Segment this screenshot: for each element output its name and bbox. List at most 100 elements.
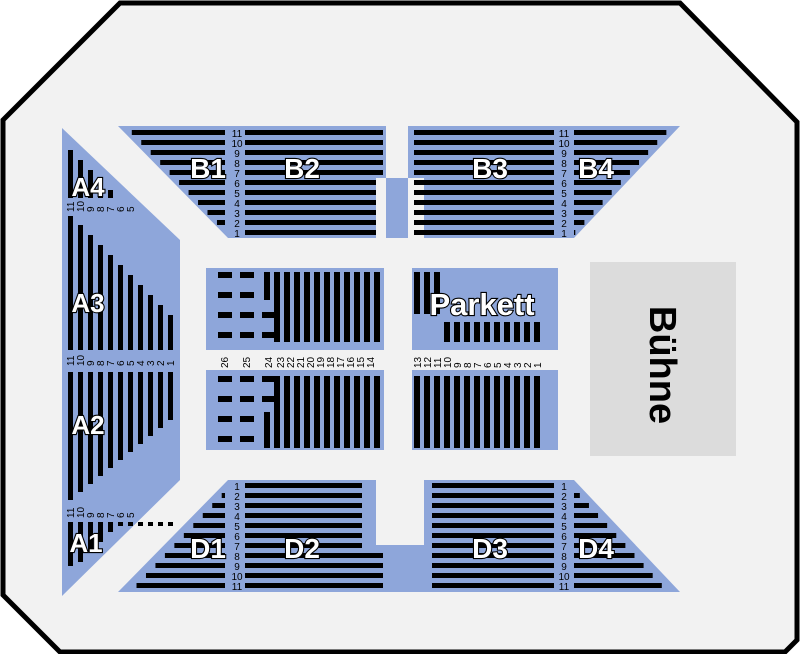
row-number-a-bottom: 5	[126, 512, 137, 518]
row-number-a-bottom: 6	[116, 512, 127, 518]
seat-block-parkett	[240, 436, 254, 442]
row-number-parkett: 11	[433, 357, 444, 368]
row-number-parkett: 26	[220, 356, 231, 368]
row-number-parkett: 22	[286, 356, 297, 368]
seat-row-d-left	[193, 523, 225, 528]
seat-row-d3	[432, 483, 554, 488]
seat-row-b2	[245, 180, 376, 185]
seat-row-parkett	[264, 412, 270, 448]
row-number-d-left: 8	[234, 552, 240, 563]
seat-row-b-left	[141, 140, 225, 145]
seat-block-parkett	[218, 312, 232, 318]
row-number-parkett: 24	[264, 356, 275, 368]
seat-row-parkett-left-top	[334, 272, 340, 342]
seat-row-b4	[574, 160, 640, 165]
seat-row-parkett-right-top	[484, 322, 490, 342]
seat-row-b2	[245, 170, 383, 175]
section-label-b4: B4	[578, 153, 614, 184]
section-label-b1: B1	[190, 153, 226, 184]
seat-row-a3	[78, 225, 83, 350]
seat-row-a-bottom	[108, 522, 113, 532]
seat-row-d-left	[155, 563, 225, 568]
row-number-b-right: 4	[561, 199, 567, 210]
seat-row-a2	[68, 372, 73, 500]
seat-row-d3	[432, 573, 554, 578]
row-number-a-mid: 8	[96, 360, 107, 366]
row-number-a-mid: 1	[166, 360, 177, 366]
seat-row-d3	[432, 553, 554, 558]
seat-row-parkett-right-bottom	[474, 376, 480, 448]
row-number-d-left: 2	[234, 492, 240, 503]
seat-row-a-top	[98, 180, 103, 198]
row-number-b-left: 8	[234, 159, 240, 170]
row-number-d-right: 5	[561, 522, 567, 533]
seat-row-a2	[88, 372, 93, 484]
seat-row-b-left	[207, 210, 225, 215]
row-number-parkett: 12	[423, 356, 434, 368]
seat-row-b3	[414, 190, 554, 195]
row-number-b-right: 3	[561, 209, 567, 220]
seat-block-parkett	[218, 436, 232, 442]
seat-row-parkett-left-top	[284, 272, 290, 342]
section-label-parkett: Parkett	[429, 287, 534, 322]
seat-row-a-top	[108, 190, 113, 198]
seat-row-parkett-right-top	[494, 322, 500, 342]
seat-row-d2	[245, 583, 383, 588]
seat-row-b-left	[179, 180, 225, 185]
seat-row-a3	[158, 305, 163, 350]
seat-row-b4	[574, 180, 621, 185]
seat-row-parkett-right-bottom	[464, 376, 470, 448]
row-number-b-right: 10	[558, 139, 570, 150]
seat-row-parkett-right-bottom	[494, 376, 500, 448]
seat-row-d2	[245, 553, 383, 558]
row-number-a-mid: 4	[136, 360, 147, 366]
seat-row-a3	[138, 285, 143, 350]
row-number-d-left: 11	[232, 582, 243, 593]
seat-row-d4	[574, 543, 626, 548]
seat-row-parkett-right-bottom	[514, 376, 520, 448]
seat-row-d4	[574, 513, 599, 518]
row-number-a-top: 5	[126, 206, 137, 212]
seat-row-parkett-left-top	[314, 272, 320, 342]
row-number-parkett: 16	[346, 356, 357, 368]
seat-row-a2	[108, 372, 113, 468]
row-number-parkett: 5	[493, 362, 504, 368]
row-number-b-left: 2	[234, 219, 240, 230]
seat-row-parkett-right-bottom	[454, 376, 460, 448]
row-number-b-left: 6	[234, 179, 240, 190]
row-number-parkett: 7	[473, 362, 484, 368]
row-number-a-top: 6	[116, 206, 127, 212]
row-number-d-right: 4	[561, 512, 567, 523]
seat-row-b3	[414, 180, 554, 185]
seat-row-d2	[245, 493, 362, 498]
row-number-d-left: 5	[234, 522, 240, 533]
seat-row-d2	[245, 483, 362, 488]
seat-row-b3	[414, 200, 554, 205]
row-number-parkett: 15	[356, 356, 367, 368]
row-number-a-bottom: 10	[76, 506, 87, 518]
seat-row-parkett-left-bottom	[364, 376, 370, 448]
seat-block-parkett	[218, 376, 232, 382]
seat-row-parkett-right-top	[444, 322, 450, 342]
seat-row-b4	[574, 130, 667, 135]
seat-row-b4	[574, 200, 603, 205]
seat-row-parkett-left-bottom	[344, 376, 350, 448]
seat-row-a-bottom	[128, 522, 133, 526]
row-number-parkett: 3	[513, 362, 524, 368]
seat-row-d4	[574, 583, 662, 588]
row-number-b-left: 9	[234, 149, 240, 160]
seat-row-d4	[574, 503, 589, 508]
seat-row-d4	[574, 553, 635, 558]
b-aisle	[386, 178, 408, 238]
seat-row-d2	[245, 513, 362, 518]
seat-block-parkett	[218, 272, 232, 278]
seat-row-d-left	[212, 503, 225, 508]
row-number-parkett: 19	[316, 356, 327, 368]
row-number-d-right: 1	[561, 482, 567, 493]
seat-block-parkett	[240, 332, 254, 338]
section-label-a3: A3	[71, 288, 104, 318]
seat-row-parkett-right-top	[524, 322, 530, 342]
section-label-b2: B2	[284, 153, 320, 184]
row-number-d-left: 7	[234, 542, 240, 553]
